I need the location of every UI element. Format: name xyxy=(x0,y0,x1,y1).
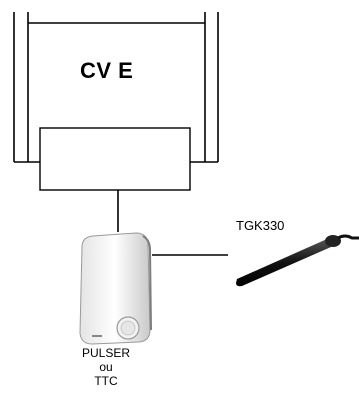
sensor-probe xyxy=(236,234,359,287)
controller-label-line-1: PULSER xyxy=(81,346,131,360)
controller-label-line-2: ou xyxy=(99,360,113,374)
controller-label: PULSER ou TTC xyxy=(80,346,132,388)
controller-device xyxy=(79,232,152,345)
terminal-box xyxy=(39,127,191,191)
unit-title: CV E xyxy=(80,58,134,83)
controller-label-line-3: TTC xyxy=(94,374,118,388)
sensor-label: TGK330 xyxy=(236,218,285,233)
controller-logo xyxy=(92,335,102,337)
unit-housing xyxy=(13,12,219,163)
